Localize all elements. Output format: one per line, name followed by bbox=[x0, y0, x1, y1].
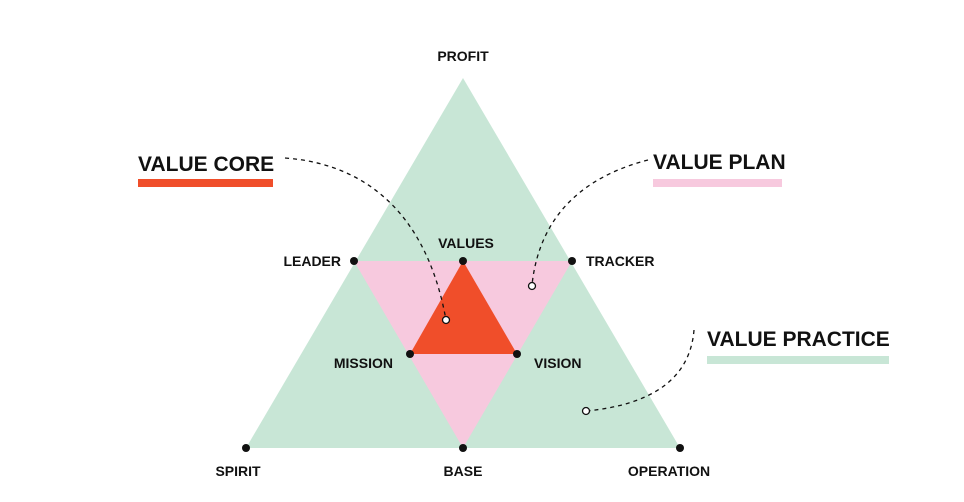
vertex-dot-spirit bbox=[242, 444, 250, 452]
vertex-dot-tracker bbox=[568, 257, 576, 265]
vertex-dot-mission bbox=[406, 350, 414, 358]
label-spirit: SPIRIT bbox=[215, 463, 261, 479]
legend-value-plan-title: VALUE PLAN bbox=[653, 151, 786, 174]
legend-value-core-title: VALUE CORE bbox=[138, 153, 274, 176]
vertex-dot-operation bbox=[676, 444, 684, 452]
value-core-triangle bbox=[410, 261, 517, 354]
label-mission: MISSION bbox=[334, 355, 393, 371]
label-leader: LEADER bbox=[283, 253, 341, 269]
value-core-leader-line bbox=[284, 157, 447, 321]
value-plan-triangle bbox=[354, 261, 572, 448]
label-values: VALUES bbox=[438, 235, 494, 251]
label-tracker: TRACKER bbox=[586, 253, 654, 269]
label-base: BASE bbox=[444, 463, 483, 479]
legend-value-plan-bar bbox=[653, 179, 782, 187]
vertex-dot-values bbox=[459, 257, 467, 265]
value-practice-anchor bbox=[581, 406, 591, 416]
vertex-dot-vision bbox=[513, 350, 521, 358]
vertex-dot-leader bbox=[350, 257, 358, 265]
label-vision: VISION bbox=[534, 355, 581, 371]
vertex-dot-base bbox=[459, 444, 467, 452]
value-plan-anchor bbox=[527, 281, 537, 291]
label-profit: PROFIT bbox=[437, 48, 489, 64]
legend-value-practice-title: VALUE PRACTICE bbox=[707, 328, 890, 351]
legend-value-core-bar bbox=[138, 179, 273, 187]
value-core-anchor bbox=[441, 315, 451, 325]
value-practice-leader-line bbox=[585, 329, 695, 412]
label-operation: OPERATION bbox=[628, 463, 710, 479]
legend-value-practice-bar bbox=[707, 356, 889, 364]
